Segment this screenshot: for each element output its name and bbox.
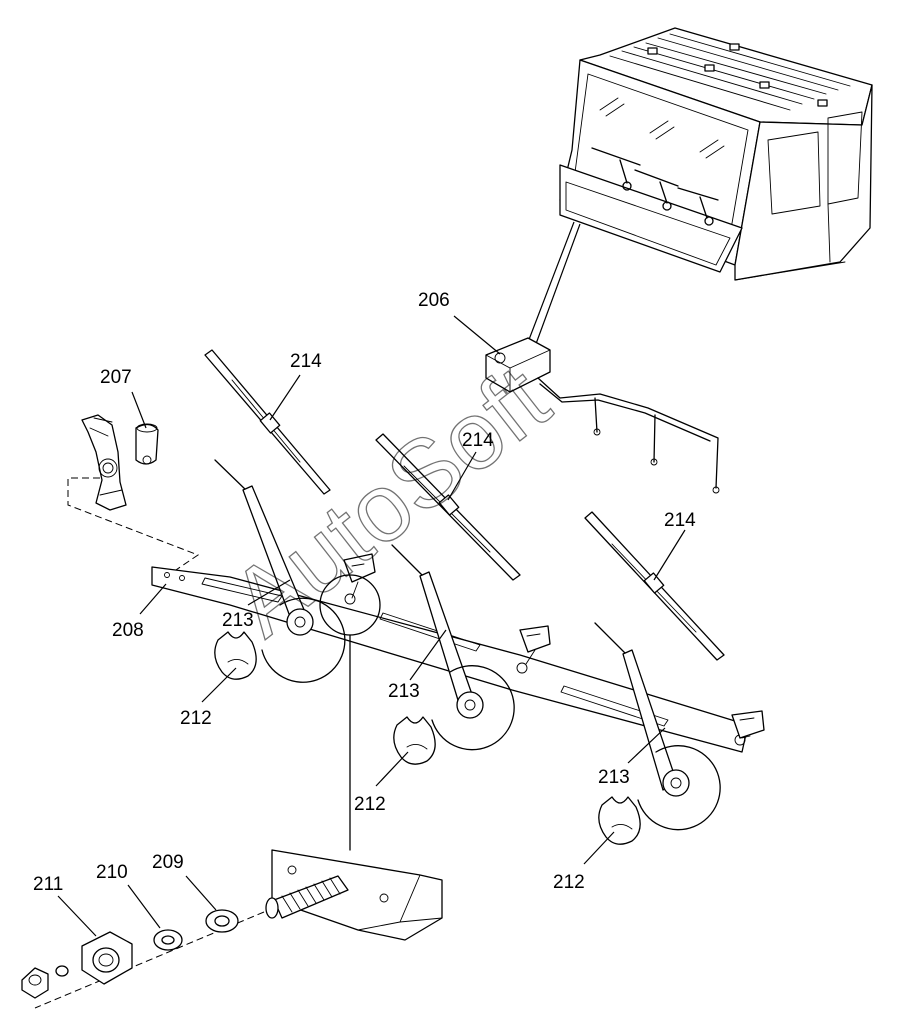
callout-213-right: 213	[598, 767, 630, 788]
part-210-washer	[153, 929, 183, 951]
callout-212-left: 212	[180, 708, 212, 729]
cab-illustration	[559, 27, 873, 281]
part-209-washer	[205, 909, 239, 933]
part-213-wiper-arm	[391, 544, 515, 751]
part-213-wiper-arm	[594, 622, 721, 831]
part-212-clip	[393, 716, 436, 765]
callout-labels: 206 207 214 214 214 213 208 213 212 213 …	[33, 290, 696, 895]
callout-211: 211	[33, 874, 63, 895]
callout-212-middle: 212	[354, 794, 386, 815]
part-211-nut	[21, 931, 133, 999]
callout-208: 208	[112, 620, 144, 641]
part-207-bracket	[81, 414, 159, 511]
callout-212-right: 212	[553, 872, 585, 893]
part-214-wiper-blade	[204, 349, 331, 495]
part-213-wiper-arm	[214, 459, 346, 683]
watermark-text: AutoSoft	[212, 346, 568, 657]
callout-209: 209	[152, 852, 184, 873]
callout-207: 207	[100, 367, 132, 388]
part-214-wiper-blade	[375, 433, 521, 581]
bracket-dashed-guide	[67, 477, 200, 575]
part-212-clip	[214, 631, 257, 680]
callout-213-middle: 213	[388, 681, 420, 702]
callout-206: 206	[418, 290, 450, 311]
callout-210: 210	[96, 862, 128, 883]
spindle-housing	[265, 849, 443, 941]
part-214-wiper-blade	[584, 511, 725, 661]
callout-214-top: 214	[290, 351, 322, 372]
callout-214-right: 214	[664, 510, 696, 531]
cab-motor-link	[524, 221, 581, 353]
callout-214-middle: 214	[462, 430, 494, 451]
explode-axis-line	[34, 911, 265, 1009]
part-212-clip	[598, 796, 641, 845]
callout-213-left: 213	[222, 610, 254, 631]
part-206-wiper-motor	[485, 337, 720, 494]
callout-leaders	[57, 315, 686, 937]
